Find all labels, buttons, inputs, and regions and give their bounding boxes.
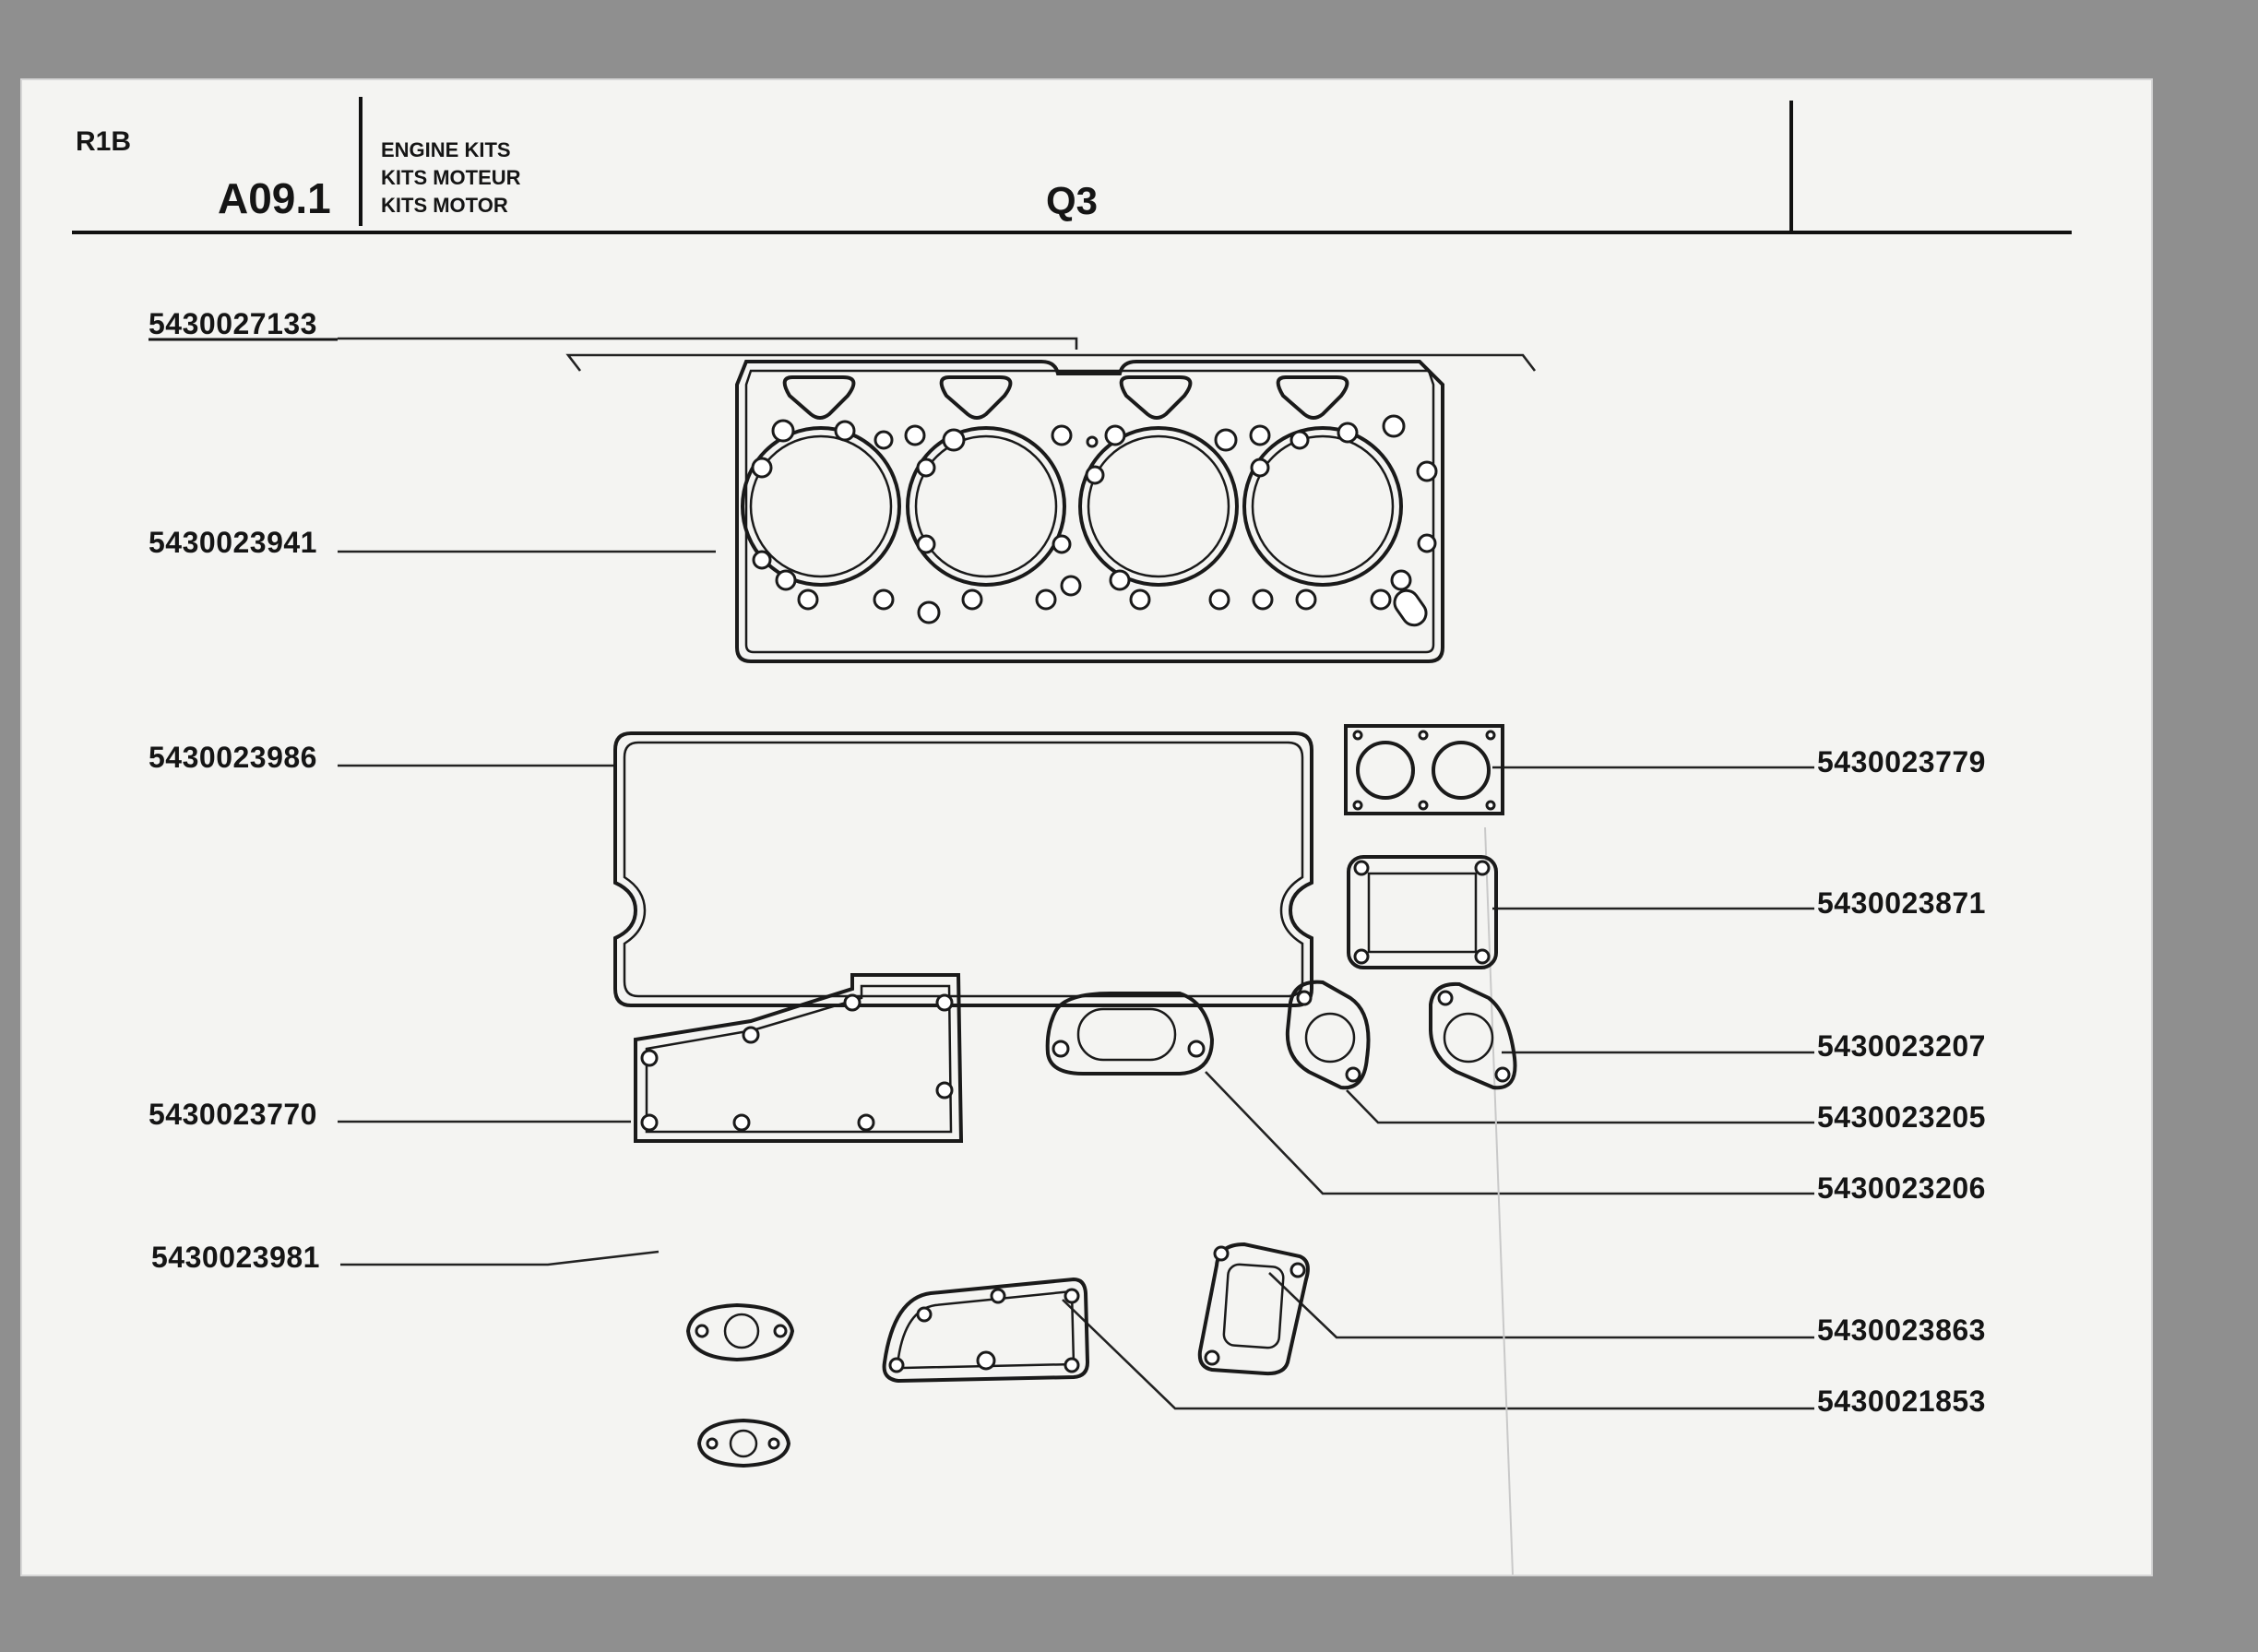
- part-label-kit: 5430027133: [149, 307, 317, 340]
- part-label-two-port: 5430023779: [1817, 745, 1986, 778]
- leader-round-flange-a: [1346, 1089, 1814, 1124]
- part-label-rect-port: 5430023863: [1817, 1313, 1986, 1347]
- section-code: Q3: [1046, 179, 1098, 222]
- code-large: A09.1: [218, 174, 331, 222]
- leader-small-flange: [340, 1250, 660, 1266]
- part-label-timing-cover: 5430023770: [149, 1098, 317, 1131]
- title-line-en: ENGINE KITS: [381, 138, 511, 161]
- title-line-es: KITS MOTOR: [381, 194, 508, 217]
- parts-diagram: R1B A09.1 ENGINE KITS KITS MOTEUR KITS M…: [72, 97, 2072, 1575]
- two-port-gasket: [1344, 724, 1504, 815]
- part-label-round-flange-a: 5430023205: [1817, 1100, 1986, 1134]
- scan-scratch: [1484, 826, 1514, 1575]
- small-flange-gasket-copy: [696, 1418, 791, 1468]
- part-label-oval-port: 5430023206: [1817, 1171, 1986, 1205]
- rocker-cover-gasket: [613, 731, 1313, 1007]
- small-flange-gasket: [685, 1302, 795, 1362]
- part-labels: 5430027133 5430023941 5430023986 5430023…: [149, 307, 1986, 1418]
- cylinder-head-gasket: [735, 360, 1444, 663]
- leader-kit: [338, 337, 1078, 350]
- timing-cover-gasket: [634, 973, 964, 1143]
- round-flange-gasket-b: [1429, 981, 1517, 1090]
- part-label-small-flange: 5430023981: [151, 1241, 320, 1274]
- part-label-rocker-cover: 5430023986: [149, 741, 317, 774]
- code-small: R1B: [76, 126, 131, 157]
- kit-bracket: [565, 353, 1537, 372]
- part-label-square-cover: 5430023871: [1817, 886, 1986, 920]
- rect-port-gasket: [1197, 1242, 1310, 1376]
- part-label-side-cover: 5430021853: [1817, 1385, 1986, 1418]
- square-cover-gasket: [1347, 855, 1498, 969]
- oval-port-gasket: [1045, 992, 1215, 1076]
- side-cover-gasket: [882, 1277, 1090, 1384]
- part-label-round-flange-b: 5430023207: [1817, 1029, 1986, 1063]
- title-line-fr: KITS MOTEUR: [381, 166, 521, 189]
- round-flange-gasket-a: [1285, 980, 1371, 1090]
- leader-rect-port: [1268, 1272, 1814, 1339]
- header: R1B A09.1 ENGINE KITS KITS MOTEUR KITS M…: [72, 97, 2072, 234]
- part-label-head-gasket: 5430023941: [149, 526, 317, 559]
- leader-lines: [338, 337, 1814, 1575]
- catalog-sheet: R1B A09.1 ENGINE KITS KITS MOTEUR KITS M…: [20, 78, 2153, 1576]
- leader-side-cover: [1062, 1299, 1814, 1410]
- leader-oval-port: [1205, 1071, 1814, 1195]
